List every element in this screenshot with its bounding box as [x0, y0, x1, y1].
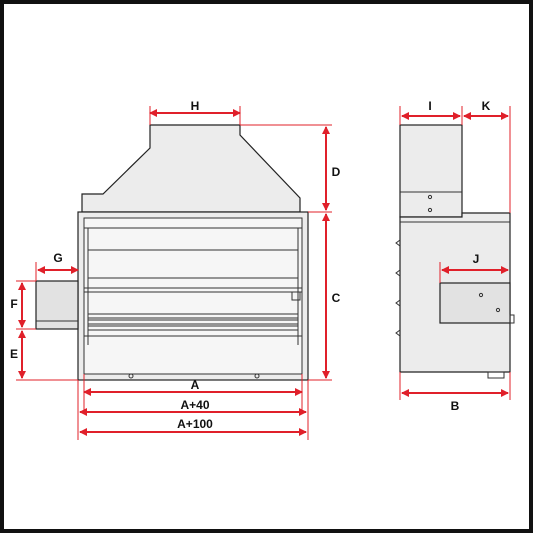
grill-slot: [87, 319, 299, 325]
side-chimney: [399, 124, 463, 218]
side-duct-box: [439, 282, 511, 324]
foot: [487, 371, 505, 379]
label-K: K: [482, 99, 491, 113]
label-D: D: [332, 165, 341, 179]
label-A-plus-40: A+40: [180, 398, 209, 412]
side-view: [395, 124, 515, 379]
label-A: A: [191, 378, 200, 392]
label-C: C: [332, 291, 341, 305]
dimension-labels: H I K D C G F E J A A+40 A+100 B: [10, 99, 491, 431]
latch: [291, 291, 301, 301]
label-G: G: [53, 251, 62, 265]
label-B: B: [451, 399, 460, 413]
label-A-plus-100: A+100: [177, 417, 213, 431]
screw-icon: [427, 207, 433, 213]
label-E: E: [10, 347, 18, 361]
label-J: J: [473, 252, 480, 266]
front-view: [35, 124, 309, 381]
label-H: H: [191, 99, 200, 113]
screw-icon: [478, 292, 484, 298]
screw-icon: [128, 373, 134, 379]
side-duct: [35, 280, 79, 330]
screw-icon: [495, 307, 501, 313]
label-I: I: [428, 99, 431, 113]
grill-slot: [87, 313, 299, 319]
front-firebox: [83, 217, 303, 375]
screw-icon: [254, 373, 260, 379]
screw-icon: [427, 194, 433, 200]
grill-slot: [87, 325, 299, 331]
dimension-lines: [16, 106, 511, 440]
label-F: F: [10, 297, 17, 311]
